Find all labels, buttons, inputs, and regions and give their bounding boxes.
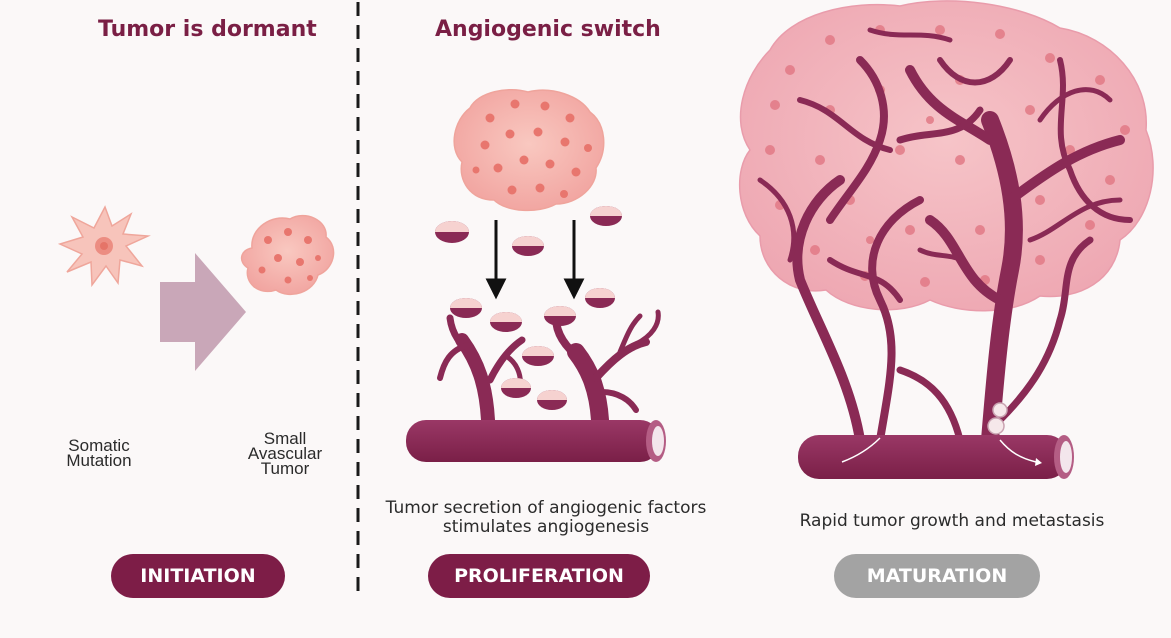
blood-vessel-icon (798, 435, 1074, 479)
somatic-mutation-label-line: Mutation (66, 451, 132, 470)
small-tumor-icon (240, 214, 335, 296)
progression-arrow-icon (160, 253, 246, 371)
metastatic-cell-icon (987, 402, 1008, 435)
angiogenic-factor-icon (435, 206, 622, 410)
maturation-caption: Rapid tumor growth and metastasis (799, 511, 1105, 531)
dormant-heading: Tumor is dormant (98, 17, 317, 42)
switch-heading: Angiogenic switch (435, 17, 661, 42)
somatic-mutation-label: Somatic Mutation (44, 436, 154, 470)
avascular-tumor-label-line: Tumor (260, 459, 310, 478)
stage-pill-maturation: MATURATION (834, 554, 1040, 598)
avascular-tumor-label: Small Avascular Tumor (226, 429, 344, 478)
avascular-tumor-label-line: Avascular (247, 444, 323, 463)
secretion-arrow-icon (485, 220, 585, 300)
stage-pill-proliferation: PROLIFERATION (428, 554, 650, 598)
mutated-cell-icon (57, 205, 151, 288)
blood-vessel-icon (406, 420, 666, 462)
tumor-vasculature-icon (757, 27, 1133, 449)
proliferation-caption-line: Tumor secretion of angiogenic factors (385, 498, 707, 518)
tumor-icon (453, 89, 605, 212)
stage-pill-initiation: INITIATION (111, 554, 285, 598)
proliferation-caption: Tumor secretion of angiogenic factors st… (360, 499, 732, 537)
avascular-tumor-label-line: Small (263, 429, 307, 448)
proliferation-caption-line: stimulates angiogenesis (442, 517, 650, 537)
somatic-mutation-label-line: Somatic (68, 436, 130, 455)
